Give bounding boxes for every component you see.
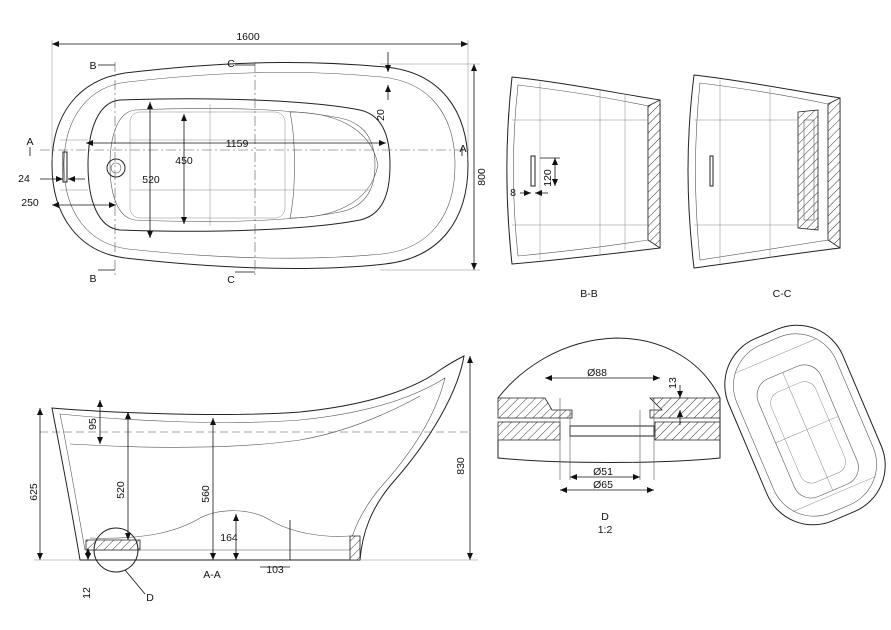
mark-b-top: B bbox=[89, 60, 96, 72]
mark-c-top: C bbox=[227, 58, 235, 70]
detail-d: Ø88 Ø51 Ø65 13 D 1:2 bbox=[497, 337, 721, 536]
tub-outer-outline bbox=[51, 61, 469, 270]
label-d: D bbox=[601, 511, 609, 523]
dim-dia-65: Ø65 bbox=[593, 479, 613, 491]
dim-520: 520 bbox=[142, 174, 160, 186]
dim-800: 800 bbox=[476, 168, 488, 186]
dim-dia-88: Ø88 bbox=[587, 367, 607, 379]
dim-830: 830 bbox=[455, 457, 467, 475]
detail-d-mark: D bbox=[146, 592, 154, 604]
section-a-a: 830 625 95 520 560 164 103 12 D A-A bbox=[28, 355, 478, 604]
tub-rim-outline bbox=[63, 72, 456, 259]
section-b-b: 120 8 B-B bbox=[506, 76, 661, 300]
dim-13: 13 bbox=[667, 377, 679, 389]
mark-b-bottom: B bbox=[89, 273, 96, 285]
top-view: 1600 800 20 1159 520 450 24 250 B B C C … bbox=[18, 31, 488, 286]
dim-20: 20 bbox=[375, 109, 387, 121]
mark-a-left: A bbox=[26, 136, 33, 148]
backrest-outline bbox=[289, 111, 379, 219]
dim-560: 560 bbox=[200, 485, 212, 503]
mark-a-right: A bbox=[459, 143, 466, 155]
tub-basin-outline bbox=[87, 98, 391, 232]
detail-d-circle bbox=[93, 527, 139, 573]
label-c-c: C-C bbox=[773, 288, 792, 300]
perspective-view bbox=[724, 324, 886, 526]
overflow-slot bbox=[62, 151, 68, 183]
dim-dia-51: Ø51 bbox=[593, 466, 613, 478]
label-a-a: A-A bbox=[203, 569, 221, 581]
label-b-b: B-B bbox=[580, 288, 598, 300]
dim-8: 8 bbox=[510, 187, 516, 199]
dim-120: 120 bbox=[542, 169, 554, 187]
dim-12: 12 bbox=[81, 587, 93, 599]
drain-icon bbox=[106, 158, 126, 178]
dim-24: 24 bbox=[18, 173, 30, 185]
floor-panel bbox=[129, 111, 286, 219]
dim-164: 164 bbox=[220, 532, 238, 544]
label-scale: 1:2 bbox=[598, 524, 613, 536]
dim-95: 95 bbox=[87, 418, 99, 430]
section-c-c: C-C bbox=[687, 74, 841, 300]
dim-625: 625 bbox=[28, 483, 40, 501]
dim-1600: 1600 bbox=[236, 31, 260, 43]
dim-250: 250 bbox=[21, 197, 39, 209]
dim-1159: 1159 bbox=[226, 138, 249, 150]
mark-c-bottom: C bbox=[227, 274, 235, 286]
dim-103: 103 bbox=[266, 564, 284, 576]
dim-520-a: 520 bbox=[115, 481, 127, 499]
dim-450: 450 bbox=[175, 155, 193, 167]
